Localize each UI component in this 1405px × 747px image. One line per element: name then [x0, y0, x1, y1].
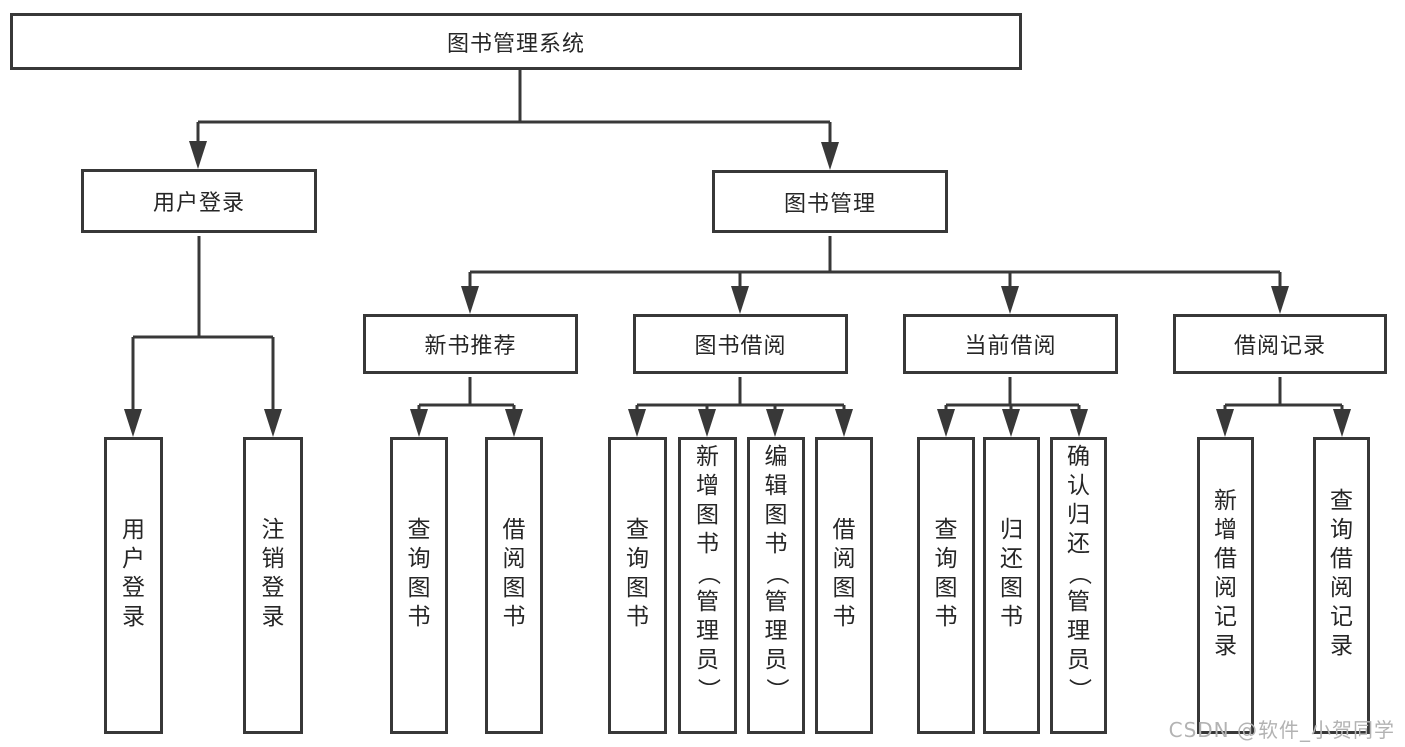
leaf-confirm-return-admin: 确认归还（管理员） — [1050, 437, 1107, 734]
node-library-management-system: 图书管理系统 — [10, 13, 1022, 70]
leaf-borrow-books-1: 借阅图书 — [485, 437, 543, 734]
leaf-borrow-books-2: 借阅图书 — [815, 437, 873, 734]
node-new-book-recommend: 新书推荐 — [363, 314, 578, 374]
csdn-watermark: CSDN @软件_小贺同学 — [1168, 718, 1395, 742]
leaf-add-borrow-record: 新增借阅记录 — [1197, 437, 1254, 734]
node-borrow-records: 借阅记录 — [1173, 314, 1387, 374]
leaf-add-books-admin: 新增图书（管理员） — [678, 437, 737, 734]
leaf-logout: 注销登录 — [243, 437, 303, 734]
leaf-query-books-3: 查询图书 — [917, 437, 975, 734]
leaf-return-books: 归还图书 — [983, 437, 1040, 734]
leaf-user-login: 用户登录 — [104, 437, 163, 734]
leaf-edit-books-admin: 编辑图书（管理员） — [747, 437, 805, 734]
leaf-query-books-1: 查询图书 — [390, 437, 448, 734]
node-user-login: 用户登录 — [81, 169, 317, 233]
node-current-borrow: 当前借阅 — [903, 314, 1118, 374]
node-book-borrow: 图书借阅 — [633, 314, 848, 374]
leaf-query-books-2: 查询图书 — [608, 437, 667, 734]
leaf-query-borrow-record: 查询借阅记录 — [1313, 437, 1370, 734]
node-book-management: 图书管理 — [712, 170, 948, 233]
